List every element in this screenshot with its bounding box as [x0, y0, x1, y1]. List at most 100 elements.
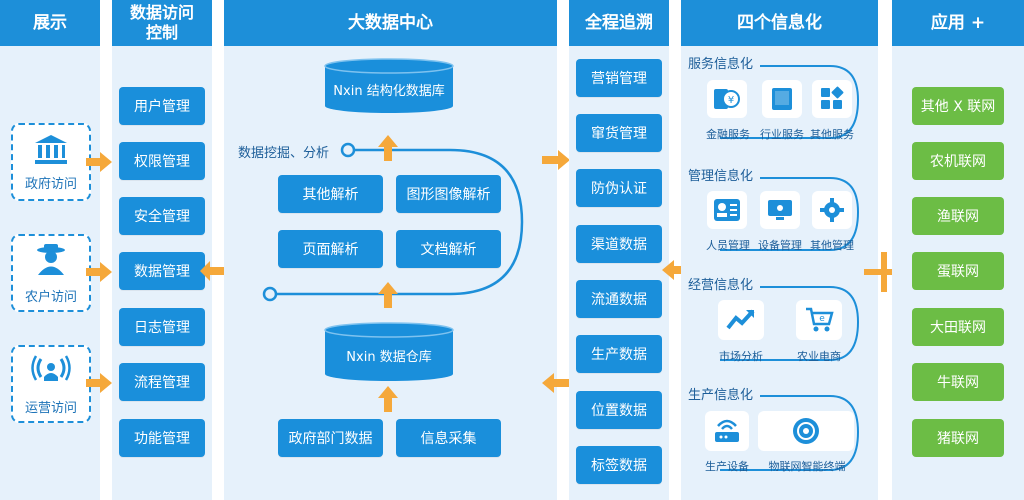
book-icon	[772, 88, 792, 110]
trend-icon	[726, 309, 755, 330]
source-collection[interactable]: 信息采集	[396, 419, 501, 457]
display-header: 展示	[0, 0, 100, 46]
info-item-ecommerce: 农业电商	[797, 350, 841, 363]
info-item-production-equipment: 生产设备	[705, 460, 749, 473]
info-header: 四个信息化	[681, 0, 878, 46]
visitor-label-ops: 运营访问	[24, 401, 77, 416]
parser-image[interactable]: 图形图像解析	[396, 175, 501, 213]
gear-icon	[820, 198, 844, 222]
app-fishery[interactable]: 渔联网	[912, 197, 1004, 235]
trace-item-circulation[interactable]: 流通数据	[576, 280, 662, 318]
info-item-industry: 行业服务	[760, 128, 804, 141]
access-item-security[interactable]: 安全管理	[119, 197, 205, 235]
svg-text:e: e	[819, 314, 825, 324]
app-farm-machinery[interactable]: 农机联网	[912, 142, 1004, 180]
access-item-log[interactable]: 日志管理	[119, 308, 205, 346]
access-item-process[interactable]: 流程管理	[119, 363, 205, 401]
production-equipment-button[interactable]	[705, 411, 749, 451]
info-section-management: 管理信息化	[688, 169, 754, 184]
other-service-button[interactable]	[812, 80, 852, 118]
arrow-up-icon	[378, 135, 398, 161]
ops-visit-card[interactable]: 运营访问	[11, 345, 91, 423]
arrow-up-icon	[378, 386, 398, 412]
parser-other[interactable]: 其他解析	[278, 175, 383, 213]
equipment-button[interactable]	[760, 191, 800, 229]
market-analysis-button[interactable]	[718, 300, 764, 340]
warehouse-icon	[324, 322, 454, 381]
apps-header: 应用 +	[892, 0, 1024, 46]
router-icon	[715, 419, 739, 442]
trace-item-channel[interactable]: 渠道数据	[576, 225, 662, 263]
app-field[interactable]: 大田联网	[912, 308, 1004, 346]
info-item-finance: 金融服务	[706, 128, 750, 141]
info-item-other-management: 其他管理	[810, 239, 854, 252]
app-pig[interactable]: 猪联网	[912, 419, 1004, 457]
broadcast-person-icon	[31, 355, 71, 381]
access-item-user[interactable]: 用户管理	[119, 87, 205, 125]
monitor-icon	[768, 200, 792, 220]
trace-item-anticounterfeit[interactable]: 防伪认证	[576, 169, 662, 207]
info-section-operation: 经营信息化	[688, 278, 754, 293]
trace-header: 全程追溯	[569, 0, 669, 46]
info-item-market: 市场分析	[719, 350, 763, 363]
access-item-permission[interactable]: 权限管理	[119, 142, 205, 180]
visitor-label-farmer: 农户访问	[24, 290, 77, 305]
info-item-iot: 物联网智能终端	[768, 460, 846, 473]
finance-icon: ¥	[714, 89, 740, 109]
structured-db-label: Nxin 结构化数据库	[333, 84, 445, 99]
app-egg[interactable]: 蛋联网	[912, 252, 1004, 290]
grid-icon	[821, 86, 844, 109]
info-item-other-service: 其他服务	[810, 128, 854, 141]
farmer-visit-card[interactable]: 农户访问	[11, 234, 91, 312]
apps-column: 应用 +	[892, 0, 1024, 500]
disc-icon	[793, 418, 819, 444]
display-column: 展示 政府访问 农户访问 运营访问	[0, 0, 100, 500]
app-other-x[interactable]: 其他 X 联网	[912, 87, 1004, 125]
arrow-left-icon	[662, 260, 690, 280]
database-icon	[324, 58, 454, 113]
trace-item-diversion[interactable]: 窜货管理	[576, 114, 662, 152]
arrow-right-icon	[542, 150, 570, 170]
visitor-label-gov: 政府访问	[24, 177, 77, 192]
trace-item-production[interactable]: 生产数据	[576, 335, 662, 373]
access-item-data[interactable]: 数据管理	[119, 252, 205, 290]
other-management-button[interactable]	[812, 191, 852, 229]
trace-item-marketing[interactable]: 营销管理	[576, 59, 662, 97]
source-government[interactable]: 政府部门数据	[278, 419, 383, 457]
access-control-column: 数据访问 控制	[112, 0, 212, 500]
arrow-right-icon	[86, 152, 112, 172]
info-section-service: 服务信息化	[688, 57, 754, 72]
info-item-equipment: 设备管理	[758, 239, 802, 252]
access-control-title: 数据访问 控制	[129, 3, 194, 42]
industry-service-button[interactable]	[762, 80, 802, 118]
ecommerce-button[interactable]: e	[796, 300, 842, 340]
warehouse-label: Nxin 数据仓库	[346, 350, 432, 365]
trace-item-label[interactable]: 标签数据	[576, 446, 662, 484]
parser-page[interactable]: 页面解析	[278, 230, 383, 268]
iot-terminal-button[interactable]	[758, 411, 854, 451]
flow-loop	[262, 142, 524, 302]
arrow-right-icon	[86, 262, 112, 282]
svg-text:¥: ¥	[728, 95, 734, 106]
badge-icon	[714, 199, 740, 221]
parser-document[interactable]: 文档解析	[396, 230, 501, 268]
mining-label: 数据挖掘、分析	[238, 146, 330, 161]
arrow-right-icon	[86, 373, 112, 393]
ecommerce-icon: e	[806, 307, 834, 332]
info-brackets	[720, 65, 860, 471]
app-cattle[interactable]: 牛联网	[912, 363, 1004, 401]
gov-visit-card[interactable]: 政府访问	[11, 123, 91, 201]
access-control-header: 数据访问 控制	[112, 0, 212, 46]
trace-item-location[interactable]: 位置数据	[576, 391, 662, 429]
arrow-left-icon	[542, 373, 570, 393]
plus-icon	[864, 252, 904, 292]
farmer-icon	[37, 244, 65, 275]
big-data-header: 大数据中心	[224, 0, 557, 46]
info-section-production: 生产信息化	[688, 388, 754, 403]
finance-service-button[interactable]: ¥	[707, 80, 747, 118]
personnel-button[interactable]	[707, 191, 747, 229]
government-building-icon	[35, 135, 67, 164]
access-item-function[interactable]: 功能管理	[119, 419, 205, 457]
info-item-personnel: 人员管理	[706, 239, 750, 252]
arrow-up-icon	[378, 282, 398, 308]
